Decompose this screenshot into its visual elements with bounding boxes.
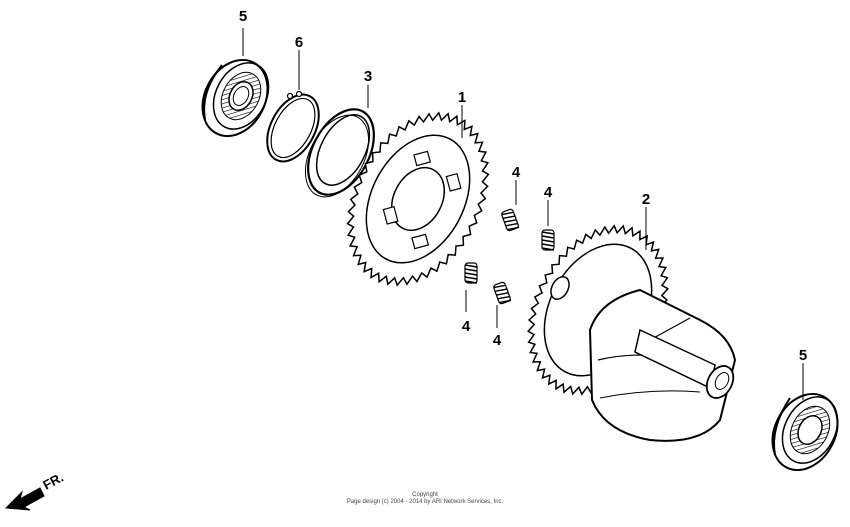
callout-5-lower[interactable]: 5 <box>799 347 807 364</box>
bearing-upper[interactable] <box>190 49 281 148</box>
spring-b-coil <box>541 247 555 251</box>
spring-a-coil <box>504 219 517 223</box>
balancer-shaft[interactable] <box>523 224 739 442</box>
callout-4-d[interactable]: 4 <box>493 332 502 349</box>
spring-a-coil <box>505 222 518 227</box>
spring-d-coil <box>498 299 512 304</box>
damper-spring-1[interactable] <box>501 208 520 232</box>
front-label: FR. <box>40 470 66 493</box>
callout-2[interactable]: 2 <box>642 191 650 208</box>
spring-d-coil <box>497 295 510 300</box>
callouts: 5 6 3 1 4 4 2 4 4 5 <box>239 8 807 364</box>
spring-a-coil <box>506 226 520 231</box>
balancer-gear[interactable] <box>345 111 490 287</box>
callout-6[interactable]: 6 <box>295 34 303 51</box>
copyright-line-2: Page design (c) 2004 - 2014 by ARI Netwo… <box>346 499 504 505</box>
spring-c-coil <box>464 272 478 276</box>
callout-3[interactable]: 3 <box>364 68 372 85</box>
copyright-notice: Copyright Page design (c) 2004 - 2014 by… <box>0 492 850 506</box>
spring-b-coil <box>541 235 555 239</box>
callout-5-upper[interactable]: 5 <box>239 8 247 25</box>
spring-b-coil <box>541 231 555 235</box>
callout-4-c[interactable]: 4 <box>462 318 471 335</box>
front-arrow-icon <box>4 487 45 511</box>
circlip[interactable] <box>257 86 330 170</box>
damper-spring-3[interactable] <box>464 262 478 284</box>
spring-b-coil <box>541 243 555 247</box>
spring-a-coil <box>502 215 516 219</box>
copyright-line-1: Copyright <box>412 492 438 498</box>
spring-c-coil <box>464 280 478 284</box>
spring-d-coil <box>494 288 508 292</box>
spring-d-coil <box>493 284 506 289</box>
spring-a-coil <box>501 211 514 216</box>
spring-c-coil <box>464 276 478 280</box>
leader-lines <box>242 28 804 400</box>
damper-spring-2[interactable] <box>541 229 555 251</box>
spring-c-coil <box>464 268 478 272</box>
spring-b-coil <box>541 239 555 243</box>
callout-4-a[interactable]: 4 <box>512 164 521 181</box>
bearing-lower[interactable] <box>760 383 850 482</box>
damper-spring-4[interactable] <box>493 281 512 305</box>
spring-d-coil <box>496 292 509 296</box>
callout-4-b[interactable]: 4 <box>544 184 553 201</box>
spring-c-coil <box>464 264 478 268</box>
callout-1[interactable]: 1 <box>458 89 466 106</box>
